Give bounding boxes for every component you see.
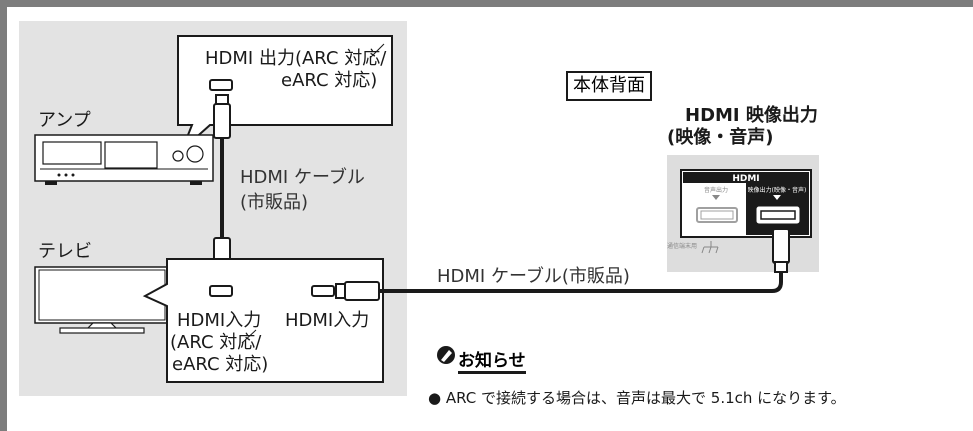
output-label-line2: (映像・音声): [667, 127, 774, 148]
tv-hdmi-port-2: [311, 285, 335, 297]
amp-bubble-line2: eARC 対応): [281, 70, 378, 91]
tv-input1-line2: (ARC 対応/: [170, 332, 262, 353]
note-title: お知らせ: [458, 346, 526, 374]
tv-input2-label: HDMI入力: [285, 310, 370, 331]
cable-left-label-line2: (市販品): [240, 192, 309, 213]
cable-left-label-line1: HDMI ケーブル: [240, 167, 365, 188]
output-label-line1: HDMI 映像出力: [685, 105, 818, 126]
cable-plug-tv-icon: [335, 281, 380, 301]
cable-right-line: [379, 270, 783, 293]
rear-audio-out-label: 音声出力: [704, 186, 728, 194]
note-heading: お知らせ: [458, 346, 526, 374]
tv-icon: [34, 266, 170, 334]
frame-top-border: [0, 0, 973, 7]
cable-plug-rear-icon: [772, 228, 790, 273]
rear-panel-label: 本体背面: [566, 71, 652, 101]
cable-plug-top-icon: [213, 94, 231, 139]
ground-symbol-icon: [701, 241, 719, 254]
tv-label: テレビ: [38, 241, 92, 262]
pencil-note-icon: [437, 346, 455, 364]
amplifier-icon: [34, 134, 214, 185]
tv-input1-line1: HDMI入力: [177, 310, 262, 331]
rear-video-out-label: 映像出力(映像・音声): [748, 186, 807, 194]
rear-ground-label: 通信端末用: [667, 242, 697, 250]
amp-hdmi-port: [209, 79, 233, 91]
note-bullet: ● ARC で接続する場合は、音声は最大で 5.1ch になります。: [428, 389, 846, 407]
tv-hdmi-port-1: [209, 285, 233, 297]
rear-panel-illustration: HDMI 音声出力 映像出力(映像・音声) 通信端末用: [667, 155, 819, 272]
amp-label: アンプ: [38, 110, 91, 131]
cable-right-label: HDMI ケーブル(市販品): [437, 266, 630, 287]
amp-bubble-line1: HDMI 出力(ARC 対応/: [205, 48, 387, 69]
rear-hdmi-logo: HDMI: [732, 174, 759, 184]
frame-left-border: [0, 0, 7, 431]
tv-input1-line3: eARC 対応): [172, 354, 269, 375]
